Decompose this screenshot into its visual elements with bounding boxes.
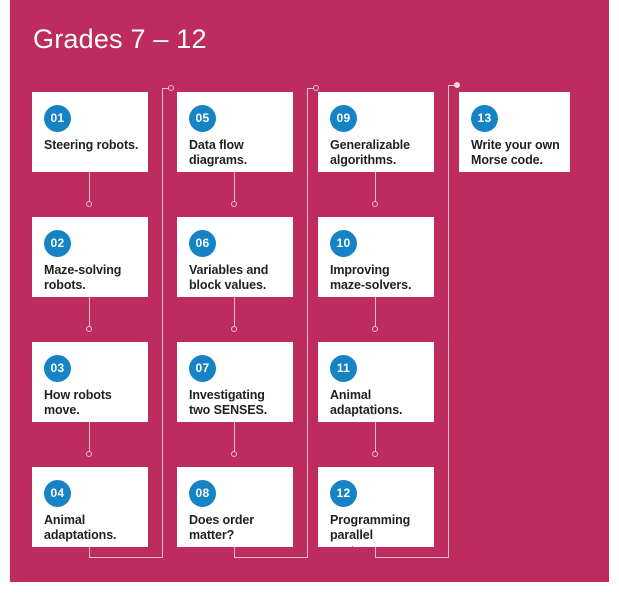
card-label: Investigating two SENSES.: [189, 388, 268, 418]
card-badge: 04: [44, 480, 71, 507]
connector-dot-03-04: [86, 451, 92, 457]
card-badge: 12: [330, 480, 357, 507]
connector-dot-col4-top: [454, 82, 460, 88]
connector-elbow-col3: [307, 88, 316, 89]
card-label: Steering robots.: [44, 138, 139, 152]
page-title: Grades 7 – 12: [33, 24, 207, 54]
card-label: Generalizable algorithms.: [330, 138, 410, 168]
connector-dot-09-10: [372, 201, 378, 207]
card-label: Write your own Morse code.: [471, 138, 560, 168]
card-badge: 01: [44, 105, 71, 132]
card-label: Does order matter?: [189, 513, 254, 543]
connector-u-col1-col2: [89, 547, 163, 558]
card-04[interactable]: 04 Animal adaptations.: [32, 467, 148, 547]
card-label: Variables and block values.: [189, 263, 269, 293]
card-02[interactable]: 02 Maze-solving robots.: [32, 217, 148, 297]
connector-line-07-08: [234, 422, 235, 455]
card-badge: 09: [330, 105, 357, 132]
connector-riser-col3: [307, 88, 308, 548]
card-12[interactable]: 12 Programming parallel systems.: [318, 467, 434, 547]
connector-riser-col2: [162, 88, 163, 548]
connector-dot-05-06: [231, 201, 237, 207]
connector-line-05-06: [234, 172, 235, 205]
card-badge: 11: [330, 355, 357, 382]
card-badge: 05: [189, 105, 216, 132]
connector-line-11-12: [375, 422, 376, 455]
card-badge: 02: [44, 230, 71, 257]
connector-riser-col4: [448, 85, 449, 548]
connector-dot-06-07: [231, 326, 237, 332]
card-label: Animal adaptations.: [44, 513, 117, 543]
card-label: Improving maze-solvers.: [330, 263, 412, 293]
card-label: Maze-solving robots.: [44, 263, 122, 293]
connector-line-10-11: [375, 297, 376, 330]
connector-elbow-col2: [162, 88, 171, 89]
connector-dot-01-02: [86, 201, 92, 207]
connector-line-06-07: [234, 297, 235, 330]
card-05[interactable]: 05 Data flow diagrams.: [177, 92, 293, 172]
card-badge: 08: [189, 480, 216, 507]
card-label: Data flow diagrams.: [189, 138, 248, 168]
card-badge: 13: [471, 105, 498, 132]
connector-dot-07-08: [231, 451, 237, 457]
connector-elbow-col4: [448, 85, 457, 86]
connector-dot-col2-top: [168, 85, 174, 91]
card-13[interactable]: 13 Write your own Morse code.: [459, 92, 570, 172]
card-badge: 07: [189, 355, 216, 382]
card-03[interactable]: 03 How robots move.: [32, 342, 148, 422]
connector-line-09-10: [375, 172, 376, 205]
card-10[interactable]: 10 Improving maze-solvers.: [318, 217, 434, 297]
card-07[interactable]: 07 Investigating two SENSES.: [177, 342, 293, 422]
card-06[interactable]: 06 Variables and block values.: [177, 217, 293, 297]
connector-line-01-02: [89, 172, 90, 205]
connector-dot-10-11: [372, 326, 378, 332]
card-09[interactable]: 09 Generalizable algorithms.: [318, 92, 434, 172]
connector-u-col2-col3: [234, 547, 308, 558]
card-label: Animal adaptations.: [330, 388, 403, 418]
card-08[interactable]: 08 Does order matter?: [177, 467, 293, 547]
connector-u-col3-col4: [375, 547, 449, 558]
card-badge: 03: [44, 355, 71, 382]
card-badge: 10: [330, 230, 357, 257]
card-label: Programming parallel systems.: [330, 513, 411, 547]
card-badge: 06: [189, 230, 216, 257]
connector-line-02-03: [89, 297, 90, 330]
connector-dot-11-12: [372, 451, 378, 457]
connector-dot-col3-top: [313, 85, 319, 91]
card-01[interactable]: 01 Steering robots.: [32, 92, 148, 172]
connector-dot-02-03: [86, 326, 92, 332]
card-11[interactable]: 11 Animal adaptations.: [318, 342, 434, 422]
card-label: How robots move.: [44, 388, 112, 418]
connector-line-03-04: [89, 422, 90, 455]
